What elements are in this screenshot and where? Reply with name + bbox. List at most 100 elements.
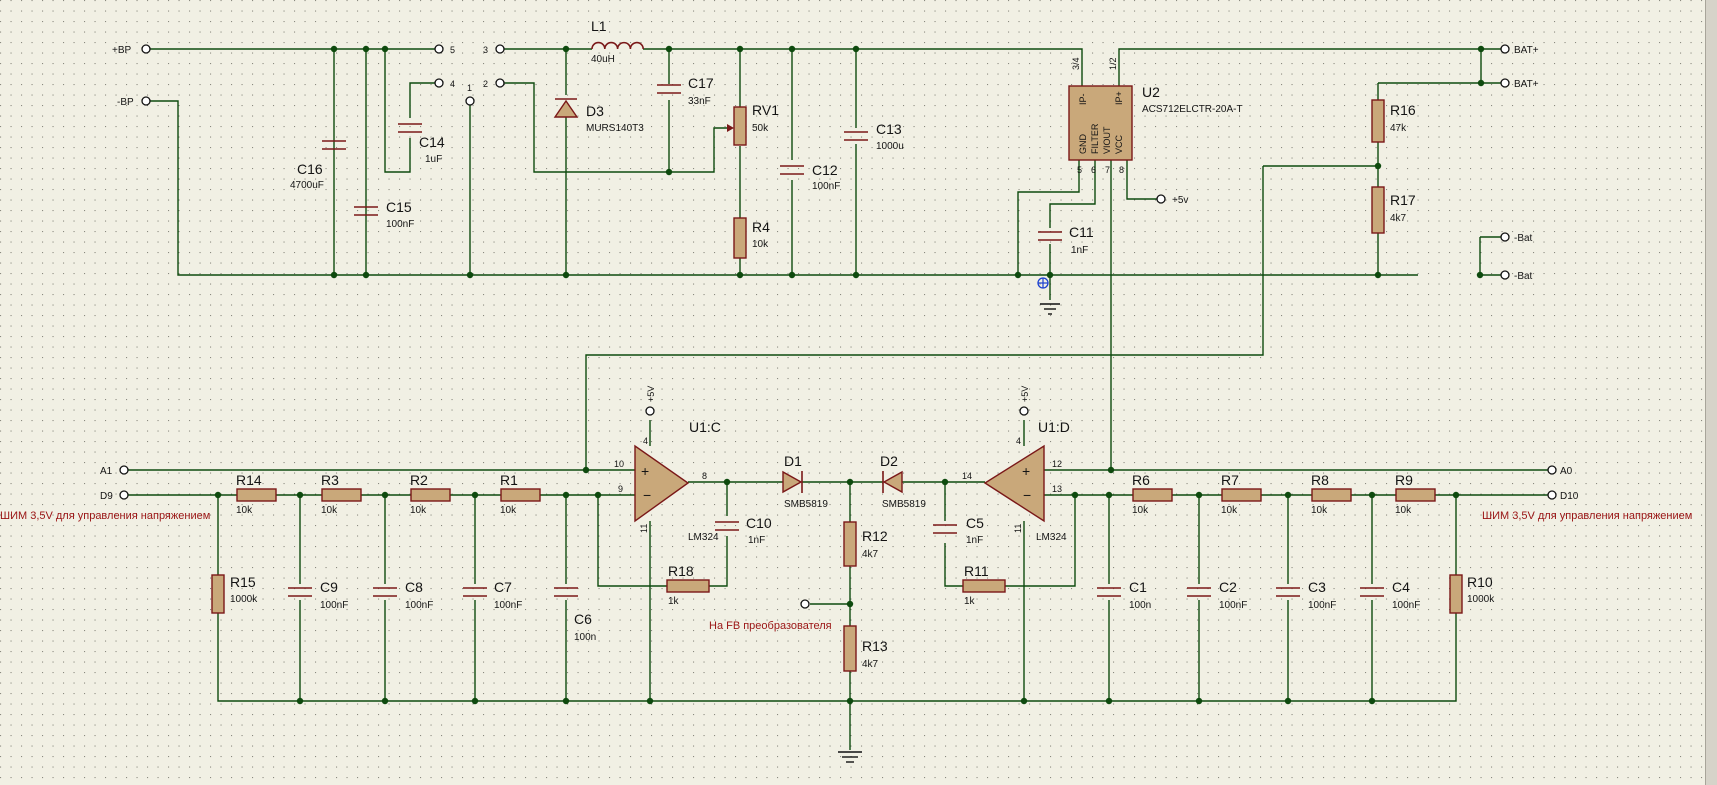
component-ref: C16 bbox=[297, 161, 323, 177]
pin-number: 4 bbox=[643, 436, 648, 446]
opamp-u1c[interactable]: + − 4 10 9 8 11 U1:C LM324 bbox=[614, 419, 721, 543]
capacitor-c12[interactable]: C12 100nF bbox=[780, 162, 840, 192]
resistor-r1[interactable]: R1 10k bbox=[500, 472, 541, 516]
opamp-plus-sign: + bbox=[641, 463, 649, 479]
terminal-d10[interactable]: D10 bbox=[1547, 490, 1579, 502]
diode-d3[interactable]: D3 MURS140T3 bbox=[553, 98, 644, 134]
terminal-1[interactable]: 1 bbox=[465, 83, 475, 106]
capacitor-c8[interactable]: C8 100nF bbox=[373, 579, 433, 611]
opamp-minus-sign: − bbox=[643, 487, 651, 503]
terminal-d9[interactable]: D9 bbox=[100, 490, 129, 502]
inductor-l1[interactable]: L1 40uH bbox=[591, 18, 644, 65]
terminal-plus5v-op2[interactable]: +5V bbox=[1019, 386, 1030, 416]
terminal-label: 3 bbox=[483, 45, 488, 55]
component-ref: C15 bbox=[386, 199, 412, 215]
terminal-bat-minus-2[interactable]: -Bat bbox=[1500, 270, 1533, 282]
opamp-plus-sign: + bbox=[1022, 463, 1030, 479]
resistor-r7[interactable]: R7 10k bbox=[1221, 472, 1262, 516]
capacitor-c5[interactable]: C5 1nF bbox=[933, 515, 984, 546]
capacitor-c10[interactable]: C10 1nF bbox=[715, 515, 772, 546]
resistor-r16[interactable]: R16 47k bbox=[1371, 99, 1416, 143]
terminal-4[interactable]: 4 bbox=[434, 78, 455, 89]
terminal-label: A0 bbox=[1560, 466, 1573, 477]
component-ref: C4 bbox=[1392, 579, 1410, 595]
component-ref: R18 bbox=[668, 563, 694, 579]
terminal-minus-bp[interactable]: -BP bbox=[117, 96, 151, 108]
capacitor-c14[interactable]: C14 1uF bbox=[398, 123, 445, 165]
component-value: 4k7 bbox=[862, 659, 879, 670]
resistor-r8[interactable]: R8 10k bbox=[1311, 472, 1352, 516]
pin-number: 12 bbox=[1052, 459, 1062, 469]
resistor-r10[interactable]: R10 1000k bbox=[1449, 574, 1495, 614]
capacitor-c6[interactable]: C6 100n bbox=[554, 587, 596, 643]
terminal-label: BAT+ bbox=[1514, 45, 1539, 56]
component-ref: C3 bbox=[1308, 579, 1326, 595]
ground-symbol-bottom bbox=[838, 751, 862, 763]
component-value: 100nF bbox=[812, 181, 840, 192]
resistor-r17[interactable]: R17 4k7 bbox=[1371, 186, 1416, 234]
terminal-fb[interactable] bbox=[800, 599, 810, 609]
resistor-r14[interactable]: R14 10k bbox=[236, 472, 277, 516]
note-fb: На FB преобразователя bbox=[709, 620, 832, 632]
potentiometer-rv1[interactable]: RV1 50k bbox=[727, 102, 779, 146]
capacitor-c7[interactable]: C7 100nF bbox=[463, 579, 522, 611]
component-ref: R14 bbox=[236, 472, 262, 488]
terminal-bat-minus-1[interactable]: -Bat bbox=[1500, 232, 1533, 244]
resistor-r2[interactable]: R2 10k bbox=[410, 472, 451, 516]
capacitor-c13[interactable]: C13 1000u bbox=[844, 121, 904, 152]
terminal-label: 1 bbox=[467, 83, 472, 93]
capacitor-c16[interactable]: C16 4700uF bbox=[290, 140, 346, 191]
resistor-r13[interactable]: R13 4k7 bbox=[843, 625, 888, 672]
resistor-r9[interactable]: R9 10k bbox=[1395, 472, 1436, 516]
component-ref: R6 bbox=[1132, 472, 1150, 488]
resistor-r12[interactable]: R12 4k7 bbox=[843, 521, 888, 567]
opamp-u1d[interactable]: + − 4 12 13 14 11 U1:D LM324 bbox=[962, 419, 1070, 543]
resistor-r6[interactable]: R6 10k bbox=[1132, 472, 1173, 516]
resistor-r11[interactable]: R11 1k bbox=[962, 563, 1006, 607]
ic-u2-current-sensor[interactable]: IP- IP+ GND FILTER VIOUT VCC 3/4 1/2 5 6… bbox=[1068, 57, 1243, 175]
resistor-r3[interactable]: R3 10k bbox=[321, 472, 362, 516]
pin-label: VCC bbox=[1114, 134, 1124, 154]
diode-d1[interactable]: D1 SMB5819 bbox=[782, 453, 828, 510]
resistor-r4[interactable]: R4 10k bbox=[733, 217, 770, 259]
resistor-r15[interactable]: R15 1000k bbox=[211, 574, 258, 614]
component-ref: C17 bbox=[688, 75, 714, 91]
component-ref: U1:C bbox=[689, 419, 721, 435]
component-value: 1uF bbox=[425, 154, 442, 165]
component-ref: R9 bbox=[1395, 472, 1413, 488]
terminal-a0[interactable]: A0 bbox=[1547, 465, 1573, 477]
terminal-plus5v-u2[interactable]: +5v bbox=[1156, 194, 1188, 206]
capacitor-c9[interactable]: C9 100nF bbox=[288, 579, 348, 611]
capacitor-c4[interactable]: C4 100nF bbox=[1360, 579, 1420, 611]
terminal-plus-bp[interactable]: +BP bbox=[112, 44, 151, 56]
capacitor-c11[interactable]: C11 1nF bbox=[1038, 224, 1094, 256]
terminal-bat-plus-2[interactable]: BAT+ bbox=[1500, 78, 1539, 90]
component-value: 1000u bbox=[876, 141, 904, 152]
terminal-5[interactable]: 5 bbox=[434, 44, 455, 55]
terminal-bat-plus-1[interactable]: BAT+ bbox=[1500, 44, 1539, 56]
terminal-2[interactable]: 2 bbox=[483, 78, 505, 89]
vertical-scrollbar[interactable] bbox=[1705, 0, 1717, 785]
capacitor-c17[interactable]: C17 33nF bbox=[657, 75, 714, 107]
component-ref: C5 bbox=[966, 515, 984, 531]
capacitor-c3[interactable]: C3 100nF bbox=[1276, 579, 1336, 611]
terminal-label: D9 bbox=[100, 491, 113, 502]
terminal-plus5v-op1[interactable]: +5V bbox=[645, 386, 656, 416]
opamp-minus-sign: − bbox=[1023, 487, 1031, 503]
component-value: 10k bbox=[1132, 505, 1149, 516]
capacitor-c15[interactable]: C15 100nF bbox=[354, 199, 414, 230]
capacitor-c2[interactable]: C2 100nF bbox=[1187, 579, 1247, 611]
component-ref: R1 bbox=[500, 472, 518, 488]
resistor-r18[interactable]: R18 1k bbox=[666, 563, 710, 607]
pin-label: FILTER bbox=[1090, 123, 1100, 154]
ground-symbol-top bbox=[1037, 277, 1060, 315]
terminal-a1[interactable]: A1 bbox=[100, 465, 129, 477]
terminal-label: -Bat bbox=[1514, 271, 1533, 282]
diode-d2[interactable]: D2 SMB5819 bbox=[880, 453, 926, 510]
component-ref: R17 bbox=[1390, 192, 1416, 208]
component-ref: C12 bbox=[812, 162, 838, 178]
capacitor-c1[interactable]: C1 100n bbox=[1097, 579, 1151, 611]
terminal-3[interactable]: 3 bbox=[483, 44, 505, 55]
component-ref: C9 bbox=[320, 579, 338, 595]
